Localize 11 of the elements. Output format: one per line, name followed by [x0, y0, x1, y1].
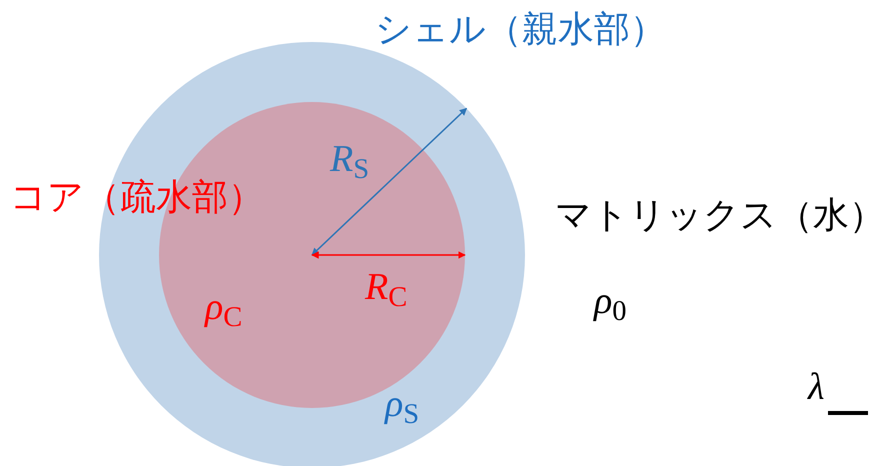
radius-arrow	[311, 251, 466, 259]
math-symbol: λ	[808, 368, 824, 406]
matrix-label: マトリックス（水）	[555, 198, 870, 234]
math-symbol: ρ$_{S}$	[385, 385, 420, 430]
math-symbol: ρ$_{C}$	[205, 288, 242, 333]
edge-label: R$_{C}$	[365, 268, 408, 313]
edge-label: R$_{S}$	[330, 140, 370, 185]
shell-heading: シェル（親水部）	[375, 12, 666, 48]
radius-arrow	[311, 108, 468, 256]
core-heading: コア（疏水部）	[10, 180, 264, 216]
math-symbol: ρ$_{0}$	[594, 282, 626, 327]
